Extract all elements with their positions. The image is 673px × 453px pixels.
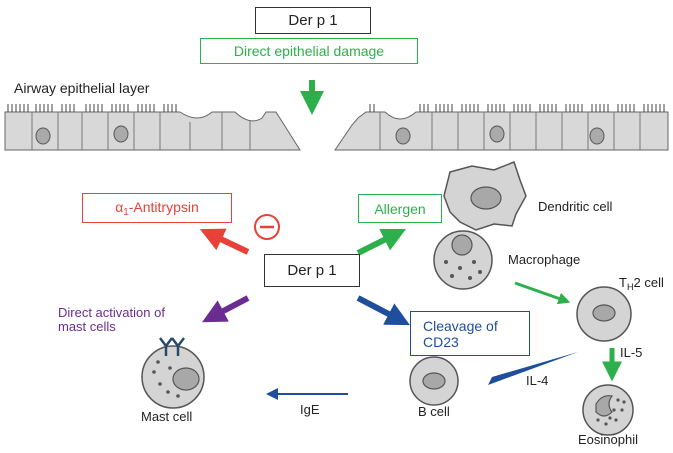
eosinophil-label: Eosinophil (578, 432, 638, 447)
allergen-arrow (356, 228, 407, 256)
il5-label: IL-5 (620, 345, 643, 360)
bcell-label: B cell (418, 404, 450, 419)
cleavage-box: Cleavage of CD23 (410, 311, 530, 356)
dendritic-label: Dendritic cell (538, 199, 613, 214)
allergen-label: Allergen (374, 200, 426, 217)
allergen-box: Allergen (358, 194, 442, 223)
direct-activation-line1: Direct activation of (58, 305, 165, 320)
cleavage-line2: CD23 (423, 333, 459, 350)
il4-label: IL-4 (526, 373, 549, 388)
top-der-p1-label: Der p 1 (288, 12, 338, 29)
center-der-p1-box: Der p 1 (264, 254, 360, 287)
direct-activation-label: Direct activation of mast cells (58, 305, 165, 335)
epithelial-layer-left (4, 104, 301, 151)
mast-cell (141, 337, 205, 409)
antitrypsin-box: α1-Antitrypsin (82, 193, 232, 223)
cleavage-line1: Cleavage of (423, 317, 498, 334)
il4-arrow (488, 352, 578, 385)
antitrypsin-label: α1-Antitrypsin (115, 198, 199, 218)
eosinophil-cell (582, 384, 634, 436)
damage-box: Direct epithelial damage (200, 38, 418, 64)
top-der-p1-box: Der p 1 (255, 7, 371, 34)
th2-cell (576, 286, 632, 342)
epithelial-layer-right (334, 104, 669, 151)
cleavage-arrow (356, 295, 410, 326)
ige-receptor-icon (159, 337, 185, 356)
center-der-p1-label: Der p 1 (287, 262, 337, 279)
ige-label: IgE (300, 402, 320, 417)
mast-activation-arrow (202, 295, 250, 323)
th2-arrow (514, 281, 571, 305)
b-cell (409, 356, 459, 406)
inhibition-sign (254, 214, 280, 240)
dendritic-cell (443, 161, 527, 231)
direct-activation-line2: mast cells (58, 319, 116, 335)
airway-label: Airway epithelial layer (14, 80, 150, 96)
macrophage-cell (433, 230, 493, 290)
antitrypsin-arrow (199, 228, 250, 255)
th2-label: TH2 cell (619, 275, 664, 292)
macrophage-label: Macrophage (508, 252, 581, 267)
mastcell-label: Mast cell (141, 409, 193, 424)
damage-label: Direct epithelial damage (233, 43, 385, 59)
